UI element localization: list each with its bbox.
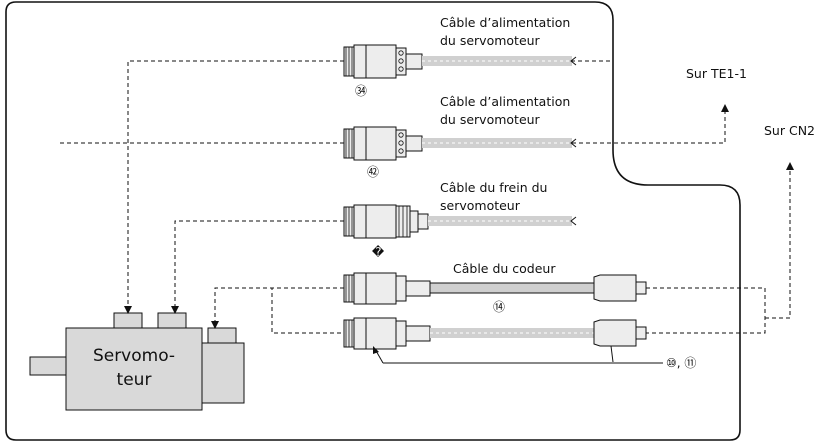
- arrow-heads: [124, 104, 794, 329]
- servomotor: [29, 312, 245, 411]
- brake-connector-54: [343, 204, 429, 239]
- encoder-connector-motor-side: [343, 272, 431, 305]
- to-te1-label: Sur TE1-1: [686, 66, 747, 81]
- servomotor-label-line1: Servomo-: [93, 346, 175, 366]
- brake-cable-label-line2: servomoteur: [440, 198, 521, 213]
- part-number-34: ㉞: [355, 84, 367, 98]
- power-cable-1-label-line1: Câble d’alimentation: [440, 15, 570, 30]
- encoder-plug-bottom: [593, 319, 647, 347]
- servomotor-label-line2: teur: [117, 370, 152, 390]
- brake-cable-label-line1: Câble du frein du: [440, 180, 547, 195]
- power-cable-2-label-line2: du servomoteur: [440, 112, 541, 127]
- brake-cable: [428, 216, 577, 226]
- encoder-cable-label: Câble du codeur: [453, 261, 556, 276]
- dashed-wiring: [60, 60, 791, 334]
- enclosure-outline: [5, 1, 741, 441]
- power-cable-1: [422, 56, 612, 66]
- power-connector-34: [343, 44, 423, 79]
- power-cable-2: [422, 138, 577, 148]
- encoder-plug-top: [593, 274, 647, 302]
- power-connector-42: [343, 126, 423, 161]
- encoder-cable-lower: [430, 328, 594, 338]
- to-cn2-label: Sur CN2: [764, 123, 815, 138]
- encoder-connector-lower: [343, 317, 431, 350]
- callout-10-11: [373, 345, 663, 364]
- encoder-cable: [429, 282, 595, 294]
- part-number-14: ⑭: [493, 300, 505, 314]
- part-number-42: ㊷: [367, 165, 379, 179]
- part-number-54: �: [372, 245, 385, 259]
- part-number-10-11: ⑩, ⑪: [666, 356, 696, 370]
- power-cable-1-label-line2: du servomoteur: [440, 33, 541, 48]
- power-cable-2-label-line1: Câble d’alimentation: [440, 94, 570, 109]
